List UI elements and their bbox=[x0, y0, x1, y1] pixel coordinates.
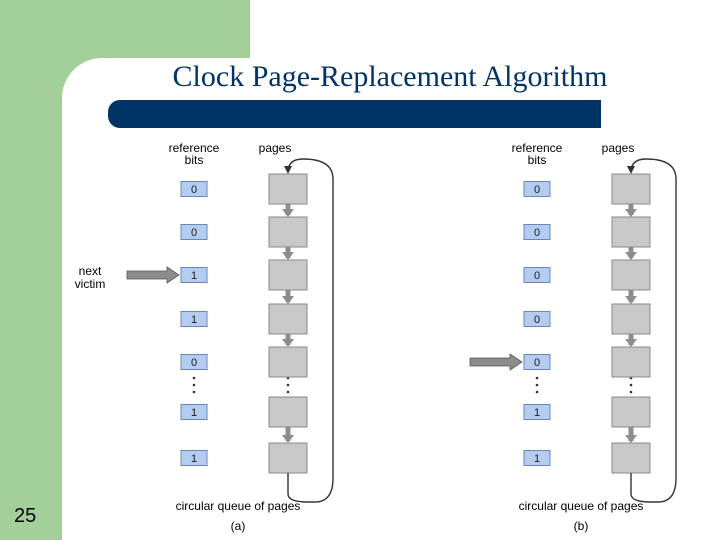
ellipsis-dot bbox=[629, 383, 633, 387]
pages-header: pages bbox=[259, 141, 292, 155]
page-link-arrowhead bbox=[625, 252, 637, 260]
panel-caption: (b) bbox=[574, 519, 589, 533]
page-box bbox=[268, 216, 308, 248]
page-link-arrowhead bbox=[625, 296, 637, 304]
reference-bit-value: 1 bbox=[191, 453, 197, 465]
panel-a: reference bits pages next victim circula… bbox=[75, 141, 334, 533]
ellipsis-dot bbox=[286, 390, 290, 394]
page-box bbox=[268, 259, 308, 291]
panel-caption: (a) bbox=[231, 519, 246, 533]
page-box bbox=[611, 396, 651, 428]
reference-bit-value: 0 bbox=[191, 184, 197, 196]
reference-bit-value: 0 bbox=[534, 314, 540, 326]
page-box bbox=[611, 346, 651, 378]
page-link-arrowhead bbox=[282, 435, 294, 443]
reference-bits-header-line1: reference bbox=[512, 141, 563, 155]
circular-queue-return-arrow bbox=[627, 158, 677, 503]
reference-bit-box bbox=[180, 354, 208, 370]
page-link-arrowhead bbox=[625, 435, 637, 443]
ellipsis-dot bbox=[629, 390, 633, 394]
reference-bits-header-line2: bits bbox=[528, 153, 547, 167]
panel-b: reference bits pages circular queue of p… bbox=[469, 141, 677, 533]
next-victim-pointer-arrow bbox=[126, 266, 180, 284]
reference-bit-value: 1 bbox=[191, 314, 197, 326]
next-victim-pointer-arrow bbox=[469, 353, 523, 371]
circular-queue-label: circular queue of pages bbox=[519, 499, 644, 513]
pages-header: pages bbox=[602, 141, 635, 155]
clock-algorithm-figure: reference bits pages next victim circula… bbox=[75, 141, 677, 533]
reference-bit-value: 0 bbox=[534, 357, 540, 369]
reference-bit-box bbox=[180, 181, 208, 197]
reference-bit-box bbox=[523, 181, 551, 197]
reference-bit-box bbox=[180, 450, 208, 466]
page-link-arrowhead bbox=[282, 209, 294, 217]
slide-content-card bbox=[62, 58, 720, 540]
slide-number: 25 bbox=[14, 505, 37, 527]
reference-bit-value: 1 bbox=[534, 453, 540, 465]
ellipsis-dot bbox=[286, 383, 290, 387]
title-underline-bar bbox=[108, 100, 601, 128]
reference-bit-box bbox=[523, 404, 551, 420]
circular-queue-label: circular queue of pages bbox=[176, 499, 301, 513]
reference-bit-box bbox=[180, 311, 208, 327]
page-link-arrowhead bbox=[282, 296, 294, 304]
reference-bit-box bbox=[180, 404, 208, 420]
reference-bit-value: 1 bbox=[534, 407, 540, 419]
reference-bit-value: 0 bbox=[191, 357, 197, 369]
page-box bbox=[611, 216, 651, 248]
reference-bit-value: 1 bbox=[191, 270, 197, 282]
page-link-arrowhead bbox=[625, 209, 637, 217]
ellipsis-dot bbox=[535, 383, 539, 387]
page-box bbox=[268, 346, 308, 378]
reference-bit-value: 0 bbox=[534, 270, 540, 282]
reference-bit-value: 0 bbox=[534, 227, 540, 239]
reference-bit-box bbox=[180, 224, 208, 240]
reference-bit-value: 0 bbox=[191, 227, 197, 239]
page-link-arrowhead bbox=[625, 339, 637, 347]
ellipsis-dot bbox=[192, 390, 196, 394]
reference-bit-box bbox=[180, 267, 208, 283]
reference-bit-value: 1 bbox=[191, 407, 197, 419]
reference-bit-box bbox=[523, 267, 551, 283]
page-box bbox=[268, 442, 308, 474]
page-link-arrowhead bbox=[282, 252, 294, 260]
reference-bit-box bbox=[523, 311, 551, 327]
page-link-arrowhead bbox=[282, 339, 294, 347]
page-box bbox=[268, 173, 308, 205]
page-box bbox=[268, 396, 308, 428]
reference-bit-value: 0 bbox=[534, 184, 540, 196]
page-box bbox=[268, 303, 308, 335]
slide-title: Clock Page-Replacement Algorithm bbox=[172, 60, 608, 93]
page-box bbox=[611, 303, 651, 335]
ellipsis-dot bbox=[192, 383, 196, 387]
reference-bit-box bbox=[523, 354, 551, 370]
page-box bbox=[611, 259, 651, 291]
reference-bits-header-line2: bits bbox=[185, 153, 204, 167]
page-box bbox=[611, 173, 651, 205]
page-box bbox=[611, 442, 651, 474]
circular-queue-return-arrow bbox=[284, 158, 334, 503]
reference-bits-header-line1: reference bbox=[169, 141, 220, 155]
ellipsis-dot bbox=[535, 390, 539, 394]
ellipsis-dot bbox=[192, 376, 196, 380]
reference-bit-box bbox=[523, 224, 551, 240]
next-victim-label-line1: next bbox=[79, 264, 102, 278]
ellipsis-dot bbox=[535, 376, 539, 380]
reference-bit-box bbox=[523, 450, 551, 466]
next-victim-label-line2: victim bbox=[75, 277, 106, 291]
